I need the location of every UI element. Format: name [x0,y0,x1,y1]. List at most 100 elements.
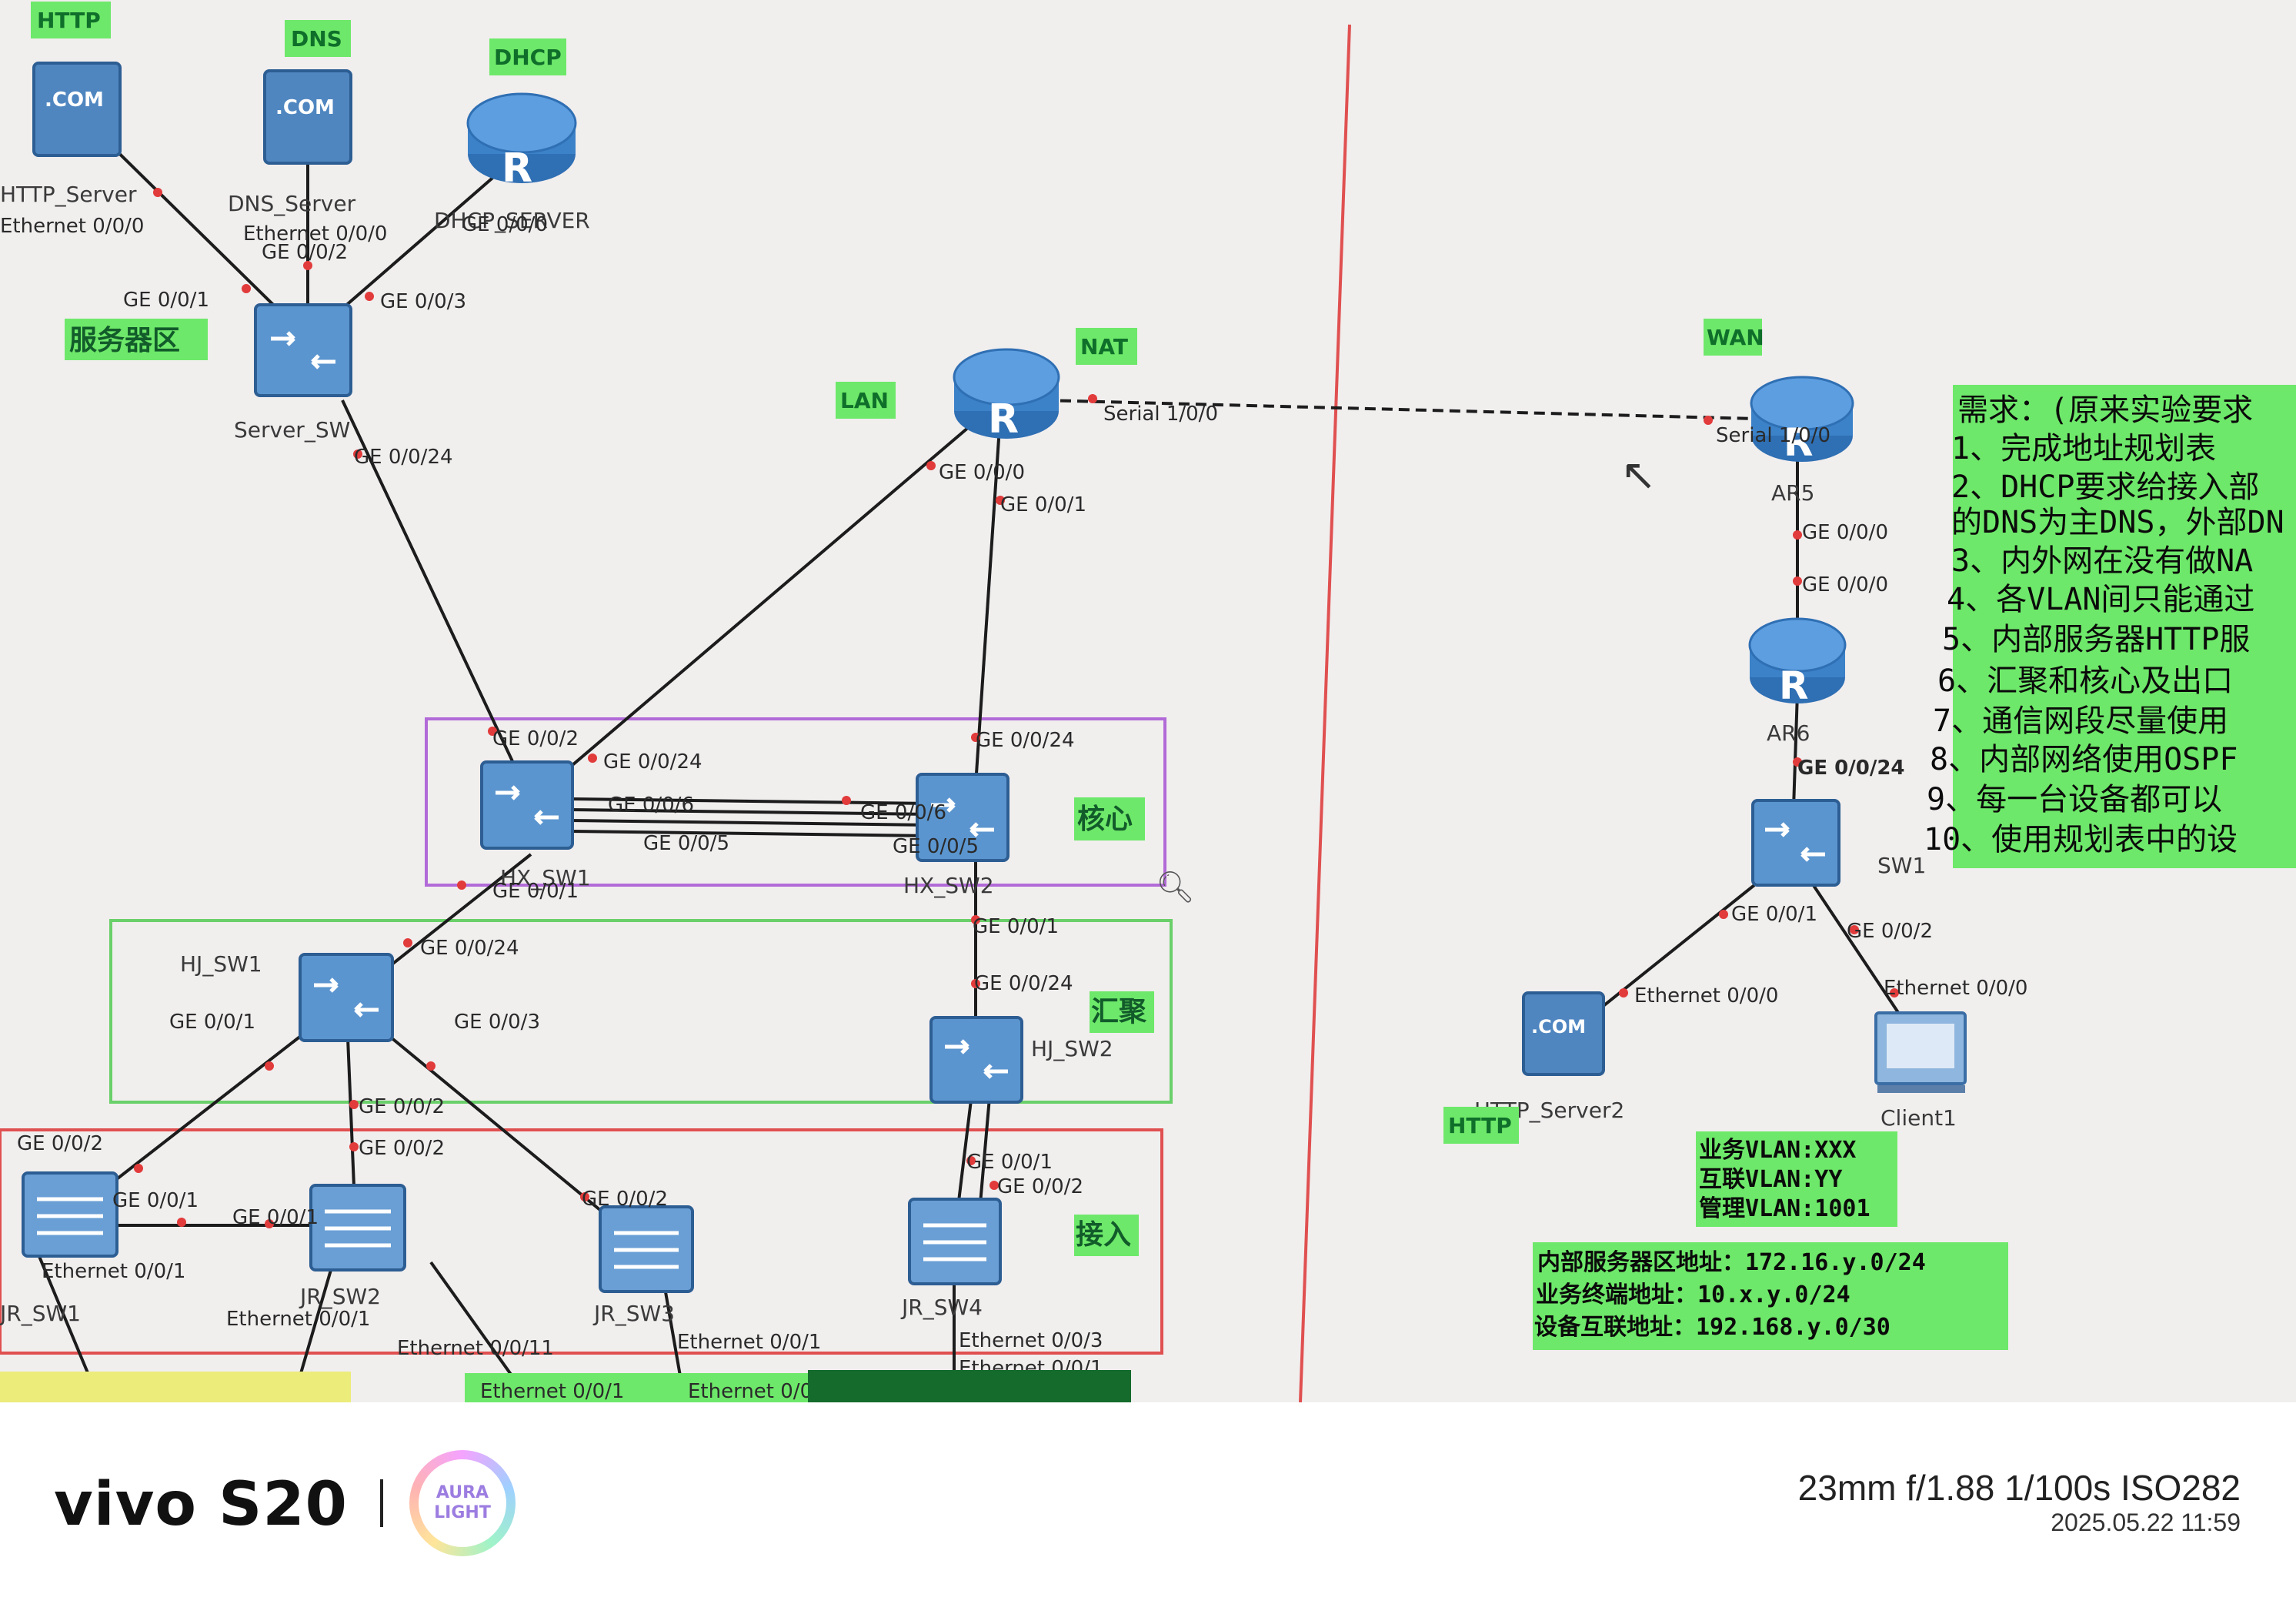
nat-tag: NAT [1080,334,1128,359]
exif-info: 23mm f/1.88 1/100s ISO282 [1797,1468,2241,1508]
aura-badge-top: AURA [436,1483,489,1502]
nat-serial-port: Serial 1/0/0 [1103,403,1218,426]
bottom-yellow-block [0,1372,351,1402]
camera-brand-logo: vivo S20 [54,1470,348,1539]
nat-tag-bg [1076,328,1137,365]
brand-separator [380,1479,383,1527]
requirement-item: 8、内部网络使用OSPF [1930,742,2238,777]
dns-server-icon[interactable]: .COM [263,69,352,165]
client1-port: Ethernet 0/0/0 [1884,977,2027,1000]
jr-sw4-eth-port-3: Ethernet 0/0/3 [959,1329,1103,1352]
http-server2-port: Ethernet 0/0/0 [1634,984,1778,1008]
aura-badge-bottom: LIGHT [434,1503,491,1522]
hx-sw1-port-1: GE 0/0/1 [492,880,579,903]
http2-tag-bg [1443,1107,1519,1144]
http-server2-icon[interactable]: .COM [1522,991,1605,1076]
requirement-item: 3、内外网在没有做NA [1951,543,2253,579]
server-sw-port-3: GE 0/0/3 [380,290,466,313]
jr-sw1-icon[interactable] [22,1171,118,1258]
requirement-item: 9、每一台设备都可以 [1927,782,2222,817]
svg-text:R: R [1784,420,1814,465]
jr-sw4-icon[interactable] [908,1198,1002,1285]
camera-watermark-footer: vivo S20 AURA LIGHT 23mm f/1.88 1/100s I… [0,1402,2296,1604]
lan-tag: LAN [840,388,889,413]
jr-sw3-icon[interactable] [599,1205,694,1293]
dhcp-tag: DHCP [494,45,562,70]
client1-icon[interactable] [1874,1011,1967,1093]
hx-sw1-icon[interactable] [480,760,574,850]
ar5-label: AR5 [1771,480,1814,506]
hj-sw1-port-2: GE 0/0/2 [359,1095,445,1118]
dhcp-server-label: DHCP_SERVER [434,208,590,233]
lan-tag-bg [836,382,896,419]
photo-region: HTTP DNS DHCP 服务器区 .COM HTTP_Server Ethe… [0,0,2296,1402]
hx-sw1-port-5: GE 0/0/5 [643,832,729,855]
ar5-serial-port: Serial 1/0/0 [1716,424,1830,447]
requirements-list: 1、完成地址规划表 2、DHCP要求给接入部 的DNS为主DNS，外部DN 3、… [1924,431,2284,857]
hx-sw2-label: HX_SW2 [903,873,994,898]
server-sw-port-1: GE 0/0/1 [123,289,209,312]
dhcp-router-icon[interactable]: R [466,92,577,192]
hx-sw2-port-5: GE 0/0/5 [893,835,979,858]
nat-port-0: GE 0/0/0 [939,461,1025,484]
wan-tag-bg [1704,319,1762,356]
vlan-interconnect: 互联VLAN:YY [1699,1166,1842,1193]
http-tag-bg [31,2,111,38]
hj-sw1-icon[interactable] [299,953,394,1042]
hx-sw2-port-6: GE 0/0/6 [860,801,946,824]
jr-sw2-icon[interactable] [309,1184,406,1272]
sw1-label: SW1 [1877,853,1926,878]
dns-tag-bg [285,20,351,57]
jr-sw3-eth-port: Ethernet 0/0/1 [677,1331,821,1354]
sw1-icon[interactable] [1751,799,1840,887]
http-server-label: HTTP_Server [0,182,137,207]
aggregation-tag: 汇聚 [1091,996,1147,1028]
server-sw-port-24: GE 0/0/24 [354,446,453,469]
hj-sw1-port-24: GE 0/0/24 [420,937,519,960]
address-business: 业务终端地址：10.x.y.0/24 [1536,1282,1850,1308]
svg-text:R: R [988,396,1019,443]
svg-text:.COM: .COM [45,89,104,112]
hx-sw2-icon[interactable] [916,773,1010,862]
http-tag: HTTP [37,8,101,33]
requirement-item: 2、DHCP要求给接入部 [1951,470,2259,505]
jr-sw4-port-1: GE 0/0/1 [966,1151,1053,1174]
jr-sw1-port-1: GE 0/0/1 [112,1189,199,1212]
hx-sw2-port-1: GE 0/0/1 [973,915,1059,938]
requirements-note-bg [1953,385,2296,868]
address-server-zone: 内部服务器区地址：172.16.y.0/24 [1537,1249,1926,1276]
jr-sw4-label: JR_SW4 [900,1295,983,1320]
requirement-item: 6、汇聚和核心及出口 [1937,663,2233,699]
client1-label: Client1 [1881,1105,1957,1131]
http2-tag: HTTP [1448,1113,1512,1138]
nat-port-1: GE 0/0/1 [1000,493,1086,516]
jr-sw1-label: JR_SW1 [0,1301,81,1326]
jr-sw2-port-1: GE 0/0/1 [232,1206,319,1229]
access-port-label-2: GE 0/0/2 [359,1137,445,1160]
server-sw-icon[interactable] [254,303,352,397]
jr-sw1-eth-port: Ethernet 0/0/1 [42,1260,185,1283]
jr-sw3-port-2: GE 0/0/2 [582,1188,668,1211]
requirement-item: 4、各VLAN间只能通过 [1947,582,2254,617]
hj-sw2-label: HJ_SW2 [1031,1036,1113,1061]
wan-tag: WAN [1707,325,1764,350]
hx-sw1-port-6: GE 0/0/6 [608,794,694,817]
ar5-router-icon[interactable]: R [1750,376,1854,465]
core-zone-box [425,717,1166,887]
server-zone-tag: 服务器区 [69,325,180,356]
jr-sw3-label: JR_SW3 [592,1301,675,1326]
svg-text:R: R [502,145,532,192]
bottom-green-block-1 [465,1373,688,1402]
nat-router-icon[interactable]: R [953,348,1060,443]
photo-timestamp: 2025.05.22 11:59 [2051,1509,2241,1536]
access-tag: 接入 [1076,1219,1131,1251]
access-eth-port-11: Ethernet 0/0/11 [397,1337,554,1360]
jr-sw2-eth-port: Ethernet 0/0/1 [226,1308,370,1331]
aggregation-zone-box [109,919,1173,1104]
ar6-router-icon[interactable]: R [1748,617,1847,708]
http-server-icon[interactable]: .COM [32,62,122,157]
hx-sw1-port-2: GE 0/0/2 [492,727,579,750]
hj-sw2-icon[interactable] [929,1016,1023,1104]
svg-text:R: R [1779,663,1809,708]
address-note-bg [1533,1242,2008,1350]
